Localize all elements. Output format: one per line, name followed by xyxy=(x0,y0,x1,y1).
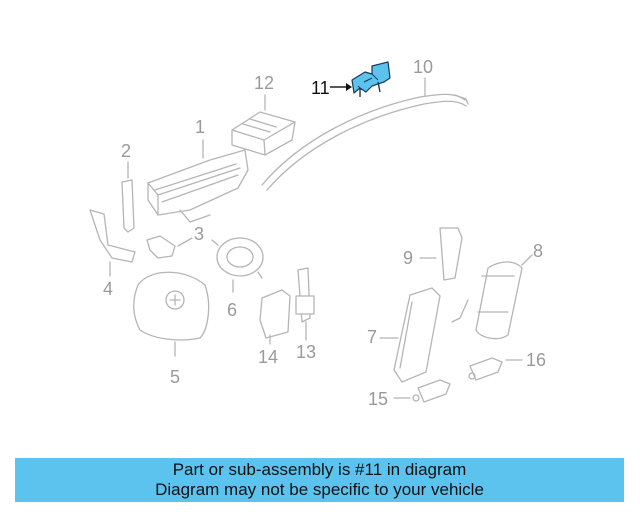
part-4-bracket xyxy=(89,209,136,277)
callout-6: 6 xyxy=(227,300,238,320)
part-15-sensor xyxy=(393,379,451,403)
part-12-module xyxy=(231,94,296,156)
part-1-passenger-airbag xyxy=(147,139,249,223)
callout-13: 13 xyxy=(296,342,317,362)
callout-7: 7 xyxy=(367,327,378,347)
part-14-bracket xyxy=(259,289,291,345)
callout-1: 1 xyxy=(195,117,206,137)
part-11-bracket xyxy=(330,61,391,97)
part-3-bracket xyxy=(146,235,193,259)
callout-5: 5 xyxy=(170,367,181,387)
part-8-side-airbag xyxy=(451,254,533,340)
part-5-steering-airbag xyxy=(133,271,210,357)
callout-2: 2 xyxy=(121,141,132,161)
banner-line-2: Diagram may not be specific to your vehi… xyxy=(155,480,484,499)
part-16-sensor xyxy=(468,357,523,381)
callout-16: 16 xyxy=(526,350,547,370)
part-13-sensor xyxy=(295,267,315,341)
part-2-bracket xyxy=(121,161,135,233)
diagram-drawing xyxy=(89,61,533,403)
callout-8: 8 xyxy=(533,241,544,261)
parts-diagram: 1 2 3 4 5 6 7 8 9 10 11 12 13 14 15 16 xyxy=(89,57,547,409)
part-10-curtain-airbag xyxy=(261,77,469,191)
banner-line-1: Part or sub-assembly is #11 in diagram xyxy=(172,460,467,479)
callout-11: 11 xyxy=(311,78,330,98)
callout-15: 15 xyxy=(368,389,389,409)
callout-3: 3 xyxy=(194,224,205,244)
part-7-knee-airbag xyxy=(379,287,441,383)
part-6-clockspring xyxy=(211,237,264,293)
callout-9: 9 xyxy=(403,248,414,268)
callout-14: 14 xyxy=(258,347,279,367)
callout-4: 4 xyxy=(103,279,114,299)
info-banner: Part or sub-assembly is #11 in diagram D… xyxy=(15,458,624,502)
callout-12: 12 xyxy=(254,73,275,93)
part-9-bracket xyxy=(419,227,463,281)
callout-10: 10 xyxy=(413,57,434,77)
